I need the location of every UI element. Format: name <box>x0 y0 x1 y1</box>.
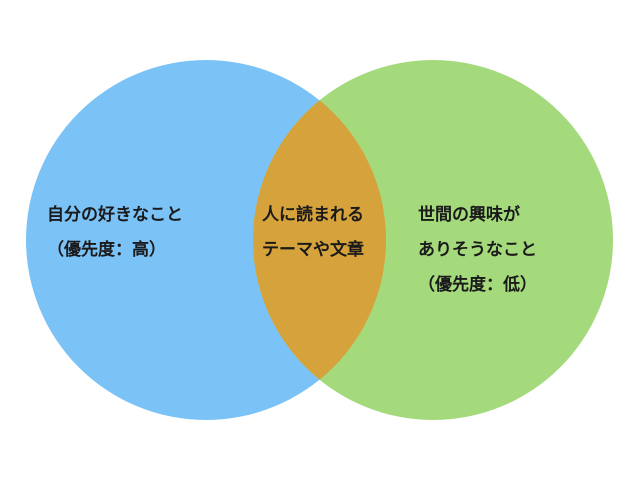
center-label: 人に読まれる テーマや文章 <box>262 198 364 268</box>
center-label-line: 人に読まれる <box>262 205 364 225</box>
right-label-line: （優先度：低） <box>418 275 537 295</box>
right-label-line: ありそうなこと <box>418 240 537 260</box>
left-label-line: 自分の好きなこと <box>47 205 183 225</box>
right-label: 世間の興味が ありそうなこと （優先度：低） <box>418 198 537 303</box>
left-label: 自分の好きなこと （優先度：高） <box>47 198 183 268</box>
left-label-line: （優先度：高） <box>47 240 166 260</box>
center-label-line: テーマや文章 <box>262 240 364 260</box>
overlap-region <box>253 60 386 420</box>
right-label-line: 世間の興味が <box>418 205 520 225</box>
